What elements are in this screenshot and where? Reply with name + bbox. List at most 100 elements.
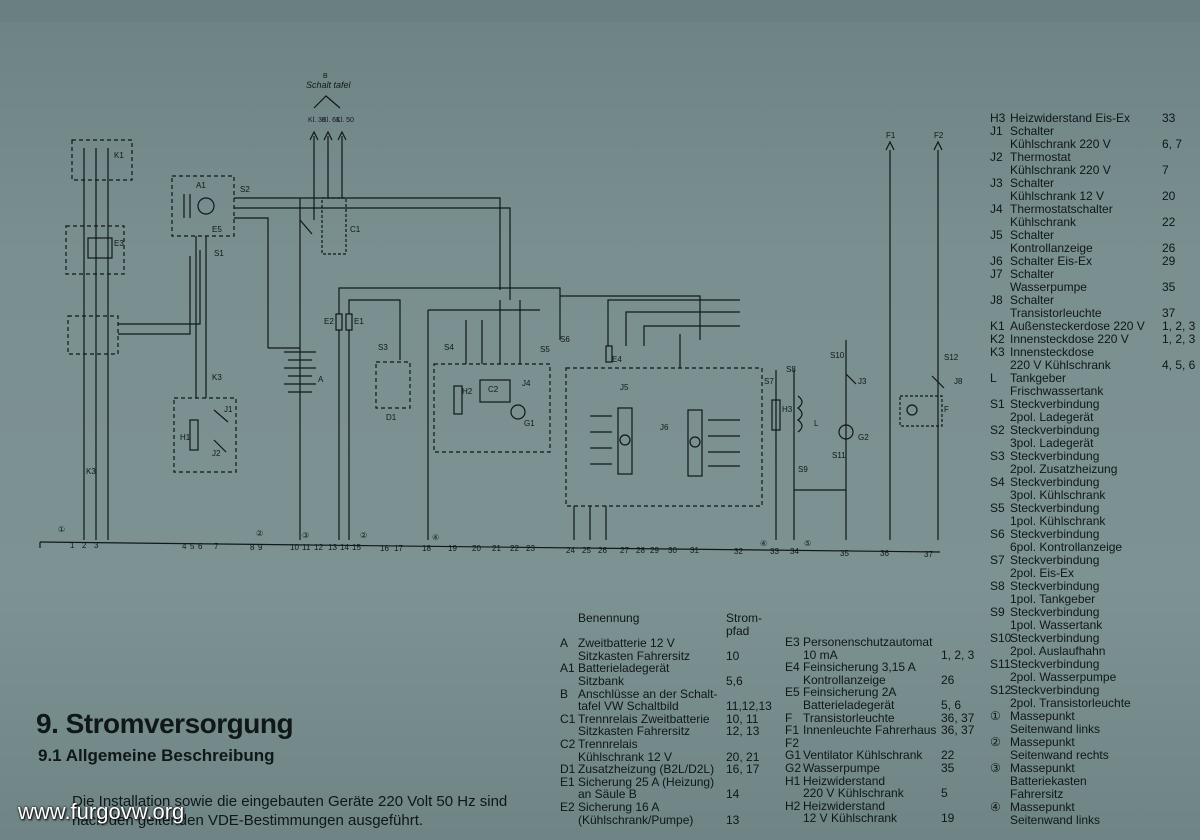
legend-pfad [1162, 658, 1198, 671]
legend-pfad: 20 [1162, 189, 1176, 203]
legend-desc: Heizwiderstand [803, 798, 886, 813]
legend-code [785, 787, 803, 800]
legend-desc: Schalter [1010, 267, 1055, 281]
legend-row: 3pol. Kühlschrank [990, 489, 1198, 502]
fridge-12v-box [433, 363, 551, 453]
legend-code: ④ [990, 800, 1001, 814]
legend-pfad: 37 [1162, 306, 1176, 320]
body-line-2: nach den geltenden VDE-Bestimmungen ausg… [72, 812, 424, 829]
legend-row: Kontrollanzeige 26 [990, 242, 1198, 255]
legend-desc: (Kühlschrank/Pumpe) [578, 812, 694, 827]
legend-code: S10 [990, 631, 1012, 645]
legend-desc: Kontrollanzeige [1010, 241, 1093, 255]
e3-rcd-box [65, 225, 125, 275]
h1-heater-element [189, 419, 199, 451]
legend-code: E5 [785, 685, 800, 700]
label-j1: J1 [224, 405, 233, 414]
legend-code [990, 814, 1010, 827]
legend-row: Transistorleuchte 37 [990, 307, 1198, 320]
legend-pfad: 33 [1162, 111, 1176, 125]
legend-pfad [941, 661, 985, 674]
path-num: 24 [566, 546, 575, 555]
path-num: 15 [352, 543, 361, 552]
legend-desc: Kühlschrank 220 V [1010, 163, 1111, 177]
legend-desc: Ventilator Kühlschrank [803, 748, 923, 763]
label-b: B [323, 73, 328, 80]
legend-pfad [1162, 554, 1198, 567]
legend-pfad [1162, 710, 1198, 723]
legend-code: ② [990, 735, 1001, 749]
legend-pfad [1162, 567, 1198, 580]
label-f2: F2 [934, 131, 944, 140]
legend-code [785, 812, 803, 825]
label-s4: S4 [444, 343, 454, 352]
legend-pfad: 16, 17 [726, 762, 760, 777]
c1-relay-box [321, 197, 347, 255]
legend-desc: 1pol. Tankgeber [1010, 592, 1096, 606]
body-line-1: Die Installation sowie die eingebauten G… [72, 793, 508, 810]
path-num: 34 [790, 547, 799, 556]
wire-27-top [625, 311, 740, 346]
legend-row: 2pol. Wasserpumpe [990, 671, 1198, 684]
legend-header-strom: Strom- [726, 611, 762, 625]
terminal-kl30: Kl. 30 [308, 117, 326, 124]
transistor-a [619, 434, 631, 446]
e1-fuse [345, 313, 353, 331]
legend-pfad: 26 [1162, 241, 1176, 255]
path-num: 22 [510, 544, 519, 553]
label-s7: S7 [764, 377, 774, 386]
arrow-kl50 [337, 130, 347, 141]
wire-e2-out [338, 287, 561, 340]
legend-desc: 2pol. Auslaufhahn [1010, 644, 1106, 658]
wire-a1-out2 [234, 207, 511, 300]
legend-pfad [1162, 437, 1198, 450]
arrow-f2 [933, 140, 943, 151]
legend-desc: 3pol. Ladegerät [1010, 436, 1094, 450]
label-k3-plug: K3 [86, 467, 96, 476]
legend-desc: Außensteckerdose 220 V [1010, 319, 1145, 333]
legend-desc: 6pol. Kontrollanzeige [1010, 540, 1123, 554]
legend-desc: Transistorleuchte [803, 710, 895, 725]
legend-code: J5 [990, 228, 1003, 242]
legend-code: J6 [990, 254, 1003, 268]
legend-code: G2 [785, 760, 802, 775]
legend-desc: Steckverbindung [1010, 501, 1100, 515]
legend-pfad: 26 [941, 672, 955, 687]
wire-feed-mid [560, 295, 701, 340]
transistor-module-a [617, 407, 633, 475]
arrow-f1 [885, 140, 895, 151]
legend-row: Seitenwand rechts [990, 749, 1198, 762]
path-num: 11 [302, 543, 311, 552]
label-s10: S10 [830, 351, 845, 360]
legend-pfad: 29 [1162, 254, 1176, 268]
legend-code: ① [990, 709, 1001, 723]
legend-pfad [726, 637, 780, 650]
legend-code: S3 [990, 449, 1005, 463]
legend-desc: Transistorleuchte [1010, 306, 1102, 320]
legend-pfad [1162, 684, 1198, 697]
legend-pfad [1162, 671, 1198, 684]
legend-desc: Kühlschrank 12 V [1010, 189, 1105, 203]
legend-pfad [1162, 619, 1198, 632]
